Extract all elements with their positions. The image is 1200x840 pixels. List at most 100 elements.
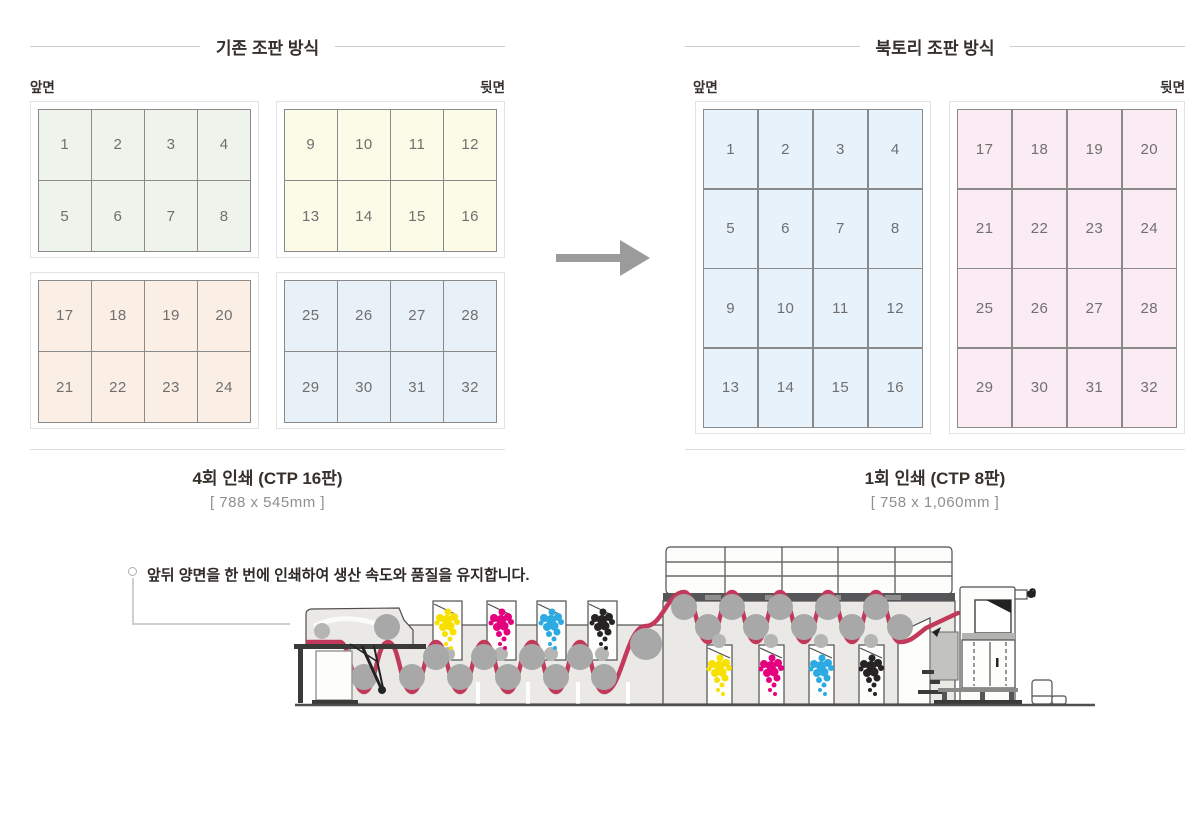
page-cell: 1 — [704, 110, 758, 189]
page-cell: 28 — [1122, 269, 1176, 348]
back-label: 뒷면 — [1160, 80, 1185, 95]
page-cell: 16 — [868, 348, 922, 427]
page-cell: 10 — [338, 110, 390, 180]
page-cell: 26 — [338, 281, 390, 351]
page-cell: 24 — [198, 352, 250, 422]
page-cell: 2 — [758, 110, 813, 189]
page-cell: 23 — [1067, 189, 1122, 268]
page-cell: 17 — [958, 110, 1012, 189]
page-cell: 28 — [444, 281, 496, 351]
page-cell: 20 — [1122, 110, 1176, 189]
front-label: 앞면 — [30, 80, 55, 95]
page-cell: 21 — [39, 352, 91, 422]
page-cell: 30 — [1012, 348, 1067, 427]
page-cell: 12 — [868, 269, 922, 348]
front-label: 앞면 — [693, 80, 718, 95]
page-cell: 32 — [1122, 348, 1176, 427]
page-cell: 24 — [1122, 189, 1176, 268]
page-cell: 3 — [145, 110, 197, 180]
page-cell: 11 — [813, 269, 868, 348]
page-cell: 14 — [338, 181, 390, 251]
page-cell: 22 — [92, 352, 144, 422]
section-header: 기존 조판 방식 — [30, 35, 506, 58]
page-cell: 5 — [704, 189, 758, 268]
press-feeder-stand — [294, 643, 426, 704]
page-cell: 19 — [1067, 110, 1122, 189]
page-cell: 7 — [145, 181, 197, 251]
page-cell: 10 — [758, 269, 813, 348]
comparison-arrow-icon — [556, 240, 650, 276]
header-rule-right — [1010, 45, 1185, 47]
note-connector-horizontal — [132, 623, 290, 625]
page-cell: 25 — [958, 269, 1012, 348]
face-labels: 앞면 뒷면 — [685, 76, 1185, 96]
page-cell: 18 — [92, 281, 144, 351]
page-cell: 29 — [958, 348, 1012, 427]
page-cell: 6 — [758, 189, 813, 268]
page-cell: 32 — [444, 352, 496, 422]
page-cell: 9 — [285, 110, 337, 180]
page-cell: 6 — [92, 181, 144, 251]
page-cell: 4 — [868, 110, 922, 189]
caption-block: 1회 인쇄 (CTP 8판) [ 758 x 1,060mm ] — [685, 449, 1185, 511]
section-header: 북토리 조판 방식 — [685, 35, 1185, 58]
page-cell: 2 — [92, 110, 144, 180]
press-rollers — [314, 594, 913, 704]
header-rule-left — [685, 45, 860, 47]
page-cell: 31 — [391, 352, 443, 422]
page-cell: 15 — [391, 181, 443, 251]
page-cell: 21 — [958, 189, 1012, 268]
page-cell: 1 — [39, 110, 91, 180]
section-title: 북토리 조판 방식 — [875, 38, 995, 58]
page-cell: 14 — [758, 348, 813, 427]
page-cell: 19 — [145, 281, 197, 351]
page-cell: 17 — [39, 281, 91, 351]
page-cell: 15 — [813, 348, 868, 427]
header-rule-left — [30, 45, 200, 47]
print-count-caption: 1회 인쇄 (CTP 8판) — [864, 469, 1006, 488]
page-cell: 25 — [285, 281, 337, 351]
page-cell: 13 — [285, 181, 337, 251]
press-top-railing — [663, 546, 955, 601]
page-cell: 26 — [1012, 269, 1067, 348]
sheet-dimension: [ 758 x 1,060mm ] — [870, 494, 1000, 511]
page-cell: 4 — [198, 110, 250, 180]
face-labels: 앞면 뒷면 — [30, 76, 505, 96]
page-cell: 12 — [444, 110, 496, 180]
page-cell: 13 — [704, 348, 758, 427]
page-cell: 9 — [704, 269, 758, 348]
print-count-caption: 4회 인쇄 (CTP 16판) — [192, 469, 343, 488]
note-connector-vertical — [132, 578, 134, 624]
offset-press-illustration — [294, 546, 1095, 707]
back-label: 뒷면 — [480, 80, 505, 95]
page-cell: 23 — [145, 352, 197, 422]
caption-block: 4회 인쇄 (CTP 16판) [ 788 x 545mm ] — [30, 449, 505, 511]
note-text: 앞뒤 양면을 한 번에 인쇄하여 생산 속도와 품질을 유지합니다. — [147, 567, 530, 584]
page-cell: 7 — [813, 189, 868, 268]
note-bullet-icon — [128, 567, 137, 576]
sheet-dimension: [ 788 x 545mm ] — [209, 494, 326, 511]
page-cell: 11 — [391, 110, 443, 180]
page-cell: 16 — [444, 181, 496, 251]
page-cell: 8 — [198, 181, 250, 251]
paper-roll-cart — [1031, 679, 1067, 705]
page-cell: 8 — [868, 189, 922, 268]
section-title: 기존 조판 방식 — [215, 38, 320, 58]
